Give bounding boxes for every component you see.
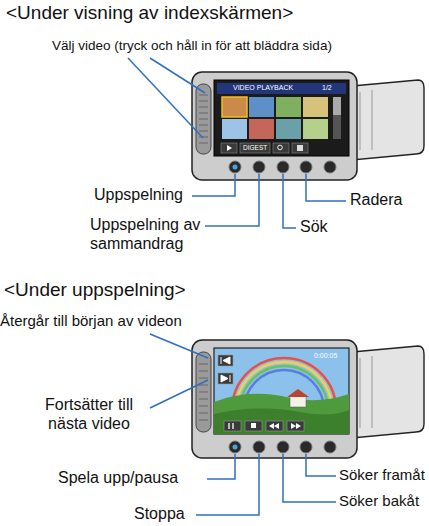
touch-button bbox=[300, 161, 312, 173]
stop-icon bbox=[251, 423, 256, 428]
screen-header bbox=[217, 83, 346, 94]
leader-line bbox=[150, 334, 208, 358]
screen-button bbox=[218, 373, 233, 384]
touch-button bbox=[300, 441, 312, 453]
screen-button bbox=[224, 421, 241, 431]
thumbnail bbox=[249, 119, 274, 139]
leader-line bbox=[306, 174, 346, 201]
search-icon bbox=[278, 145, 283, 150]
body-detail bbox=[360, 356, 372, 428]
leader-line bbox=[196, 454, 259, 515]
rewind-icon bbox=[269, 423, 279, 429]
lcd-bezel bbox=[192, 72, 357, 180]
house bbox=[290, 396, 306, 407]
screen-text: 0:00:05 bbox=[314, 352, 337, 360]
button-light bbox=[233, 165, 238, 170]
screen-text: DIGEST bbox=[243, 144, 267, 152]
lcd-screen bbox=[214, 348, 349, 434]
screen-button bbox=[287, 421, 304, 431]
leader-line bbox=[283, 174, 296, 228]
screen-text: 1/2 bbox=[322, 84, 332, 92]
leader-line bbox=[150, 58, 205, 93]
touch-button bbox=[277, 161, 289, 173]
callout-label: Sök bbox=[300, 218, 328, 237]
hills bbox=[214, 408, 349, 434]
body-detail bbox=[360, 90, 372, 150]
selection-frame bbox=[222, 97, 247, 117]
camera-body bbox=[352, 80, 424, 160]
leader-line bbox=[150, 380, 208, 408]
touch-slider bbox=[196, 352, 211, 432]
play-icon bbox=[227, 145, 232, 151]
screen-button bbox=[273, 143, 289, 153]
callout-label: Fortsätter till nästa video bbox=[30, 396, 148, 434]
scrollbar bbox=[333, 97, 341, 139]
screen-button bbox=[218, 355, 233, 366]
callout-label: Stoppa bbox=[134, 505, 185, 524]
thumbnail bbox=[303, 119, 328, 139]
section-heading: <Under uppspelning> bbox=[4, 279, 186, 301]
callout-label: Söker framåt bbox=[339, 466, 425, 484]
leader-line bbox=[128, 58, 203, 138]
callout-label: Spela upp/pausa bbox=[58, 469, 178, 488]
lcd-bezel bbox=[192, 340, 357, 458]
screen-button bbox=[292, 143, 308, 153]
delete-icon bbox=[297, 145, 303, 151]
skip-forward-icon bbox=[221, 375, 230, 382]
screen-button bbox=[266, 421, 283, 431]
callout-label: Uppspelning bbox=[94, 186, 183, 205]
touch-button bbox=[229, 161, 241, 173]
thumbnail bbox=[222, 119, 247, 139]
skip-back-icon bbox=[221, 357, 230, 364]
scroll-thumb bbox=[333, 97, 341, 115]
lcd-screen bbox=[214, 80, 349, 156]
callout-label: Uppspelning av sammandrag bbox=[90, 216, 205, 254]
leader-line bbox=[306, 454, 336, 476]
thumbnail bbox=[222, 97, 247, 117]
button-light bbox=[233, 445, 238, 450]
callout-label: Välj video (tryck och håll in för att bl… bbox=[52, 38, 332, 54]
pause-icon bbox=[229, 423, 233, 429]
leader-line bbox=[283, 454, 336, 502]
leader-line bbox=[192, 174, 235, 196]
thumbnail bbox=[276, 119, 301, 139]
forward-icon bbox=[291, 423, 301, 429]
touch-button bbox=[277, 441, 289, 453]
camera-body bbox=[352, 346, 424, 438]
callout-label: Återgår till början av videon bbox=[0, 312, 182, 330]
thumbnail bbox=[249, 97, 274, 117]
slider-ridges bbox=[199, 364, 208, 420]
thumbnail bbox=[303, 97, 328, 117]
touch-button bbox=[324, 441, 336, 453]
thumbnail bbox=[276, 97, 301, 117]
touch-slider bbox=[196, 84, 211, 154]
camcorder-playback bbox=[150, 334, 424, 515]
section-heading: <Under visning av indexskärmen> bbox=[6, 2, 293, 24]
leader-line bbox=[207, 454, 235, 479]
leader-line bbox=[205, 174, 259, 226]
screen-text: VIDEO PLAYBACK bbox=[233, 84, 293, 92]
touch-button bbox=[324, 161, 336, 173]
screen-button bbox=[221, 143, 237, 153]
screen-button bbox=[245, 421, 262, 431]
touch-button bbox=[253, 161, 265, 173]
touch-button bbox=[253, 441, 265, 453]
roof bbox=[287, 389, 309, 397]
callout-label: Radera bbox=[350, 191, 402, 210]
callout-label: Söker bakåt bbox=[339, 492, 419, 510]
hills bbox=[214, 394, 349, 434]
touch-button bbox=[229, 441, 241, 453]
screen-button bbox=[240, 143, 270, 153]
